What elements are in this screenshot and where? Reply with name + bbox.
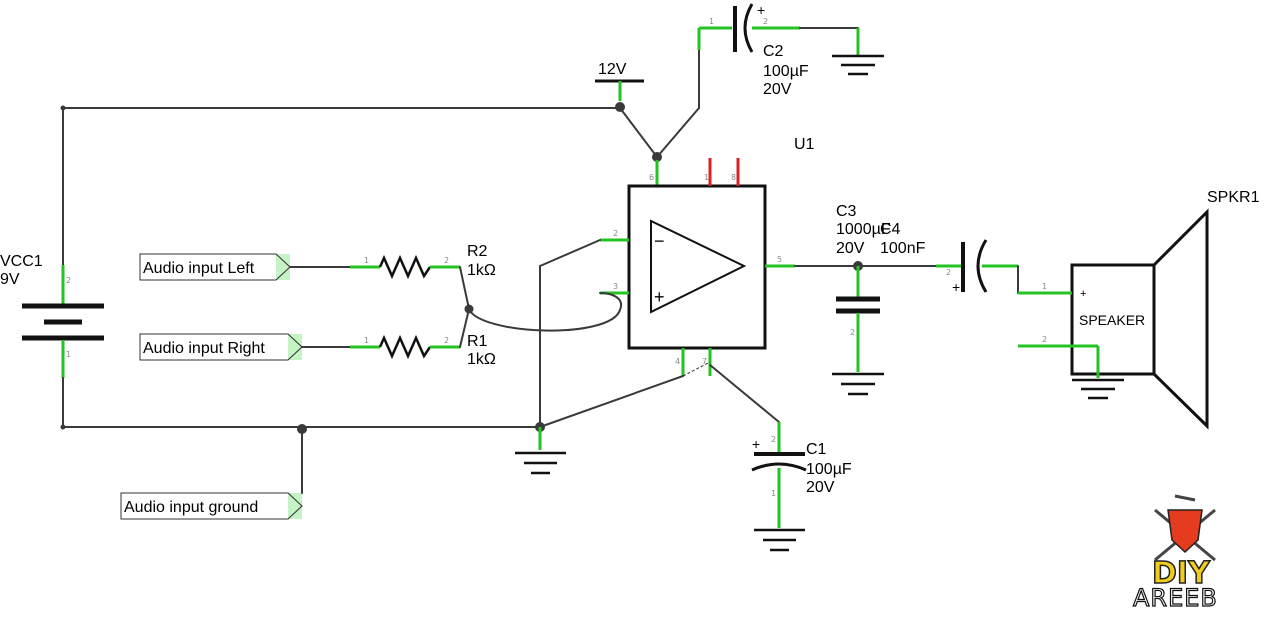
logo-line1: DIY bbox=[1152, 556, 1211, 591]
capacitor-c4[interactable]: + 2 bbox=[936, 239, 1018, 295]
battery-vcc1[interactable]: 2 1 bbox=[22, 107, 104, 428]
svg-text:3: 3 bbox=[613, 282, 618, 291]
svg-text:+: + bbox=[757, 2, 765, 18]
svg-text:4: 4 bbox=[675, 357, 680, 366]
resistor-r2[interactable]: 1 2 bbox=[350, 254, 460, 280]
svg-text:2: 2 bbox=[1042, 335, 1047, 344]
svg-text:6: 6 bbox=[649, 173, 654, 182]
audio-input-right-label: Audio input Right bbox=[143, 340, 265, 357]
c2-value-label: 100µF bbox=[763, 63, 809, 80]
capacitor-c2[interactable]: + 1 2 bbox=[699, 2, 859, 53]
svg-text:+: + bbox=[1080, 288, 1086, 300]
audio-input-ground-label: Audio input ground bbox=[124, 499, 258, 516]
svg-text:8: 8 bbox=[731, 173, 736, 182]
speaker-spkr1[interactable]: + 1 2 SPEAKER bbox=[1018, 208, 1209, 430]
svg-text:2: 2 bbox=[444, 336, 449, 345]
svg-text:1: 1 bbox=[1042, 282, 1047, 291]
r2-name-label: R2 bbox=[467, 243, 488, 260]
svg-text:1: 1 bbox=[66, 350, 71, 359]
svg-text:2: 2 bbox=[613, 229, 618, 238]
c3-name-label: C3 bbox=[836, 203, 857, 220]
svg-text:+: + bbox=[752, 436, 760, 452]
resistor-r1[interactable]: 1 2 bbox=[350, 334, 460, 360]
vcc-name-label: VCC1 bbox=[0, 253, 43, 270]
ground-symbol-main bbox=[515, 451, 566, 475]
svg-text:1: 1 bbox=[709, 17, 714, 26]
supply-12v-label: 12V bbox=[598, 61, 627, 78]
vcc-value-label: 9V bbox=[0, 271, 20, 288]
svg-text:+: + bbox=[654, 287, 665, 307]
u1-label: U1 bbox=[794, 136, 815, 153]
logo-line2: AREEB bbox=[1133, 584, 1218, 612]
c4-name-label: C4 bbox=[880, 221, 901, 238]
pin6-junction bbox=[652, 152, 662, 162]
svg-text:2: 2 bbox=[763, 17, 768, 26]
r2-value-label: 1kΩ bbox=[467, 262, 496, 279]
speaker-text: SPEAKER bbox=[1079, 312, 1145, 328]
svg-text:−: − bbox=[654, 231, 665, 251]
audio-input-ground-port[interactable]: Audio input ground bbox=[120, 492, 303, 520]
svg-text:7: 7 bbox=[702, 357, 707, 366]
c3-voltage-label: 20V bbox=[836, 240, 865, 257]
svg-text:5: 5 bbox=[777, 255, 782, 264]
diy-areeb-logo: DIY AREEB bbox=[1132, 494, 1218, 613]
r1-name-label: R1 bbox=[467, 333, 488, 350]
c2-name-label: C2 bbox=[763, 43, 784, 60]
svg-text:1: 1 bbox=[704, 173, 709, 182]
svg-text:2: 2 bbox=[66, 276, 71, 285]
svg-text:+: + bbox=[952, 279, 960, 295]
svg-text:2: 2 bbox=[444, 256, 449, 265]
opamp-u1[interactable]: − + 6 1 8 2 3 5 4 7 bbox=[600, 158, 795, 376]
ground-symbol-c3 bbox=[832, 372, 884, 396]
svg-text:1: 1 bbox=[771, 489, 776, 498]
ground-symbol-c2 bbox=[832, 54, 884, 76]
c4-value-label: 100nF bbox=[880, 240, 926, 257]
supply-12v-symbol bbox=[595, 79, 644, 101]
capacitor-c3[interactable]: 2 bbox=[836, 266, 880, 372]
svg-text:2: 2 bbox=[946, 268, 951, 277]
ground-symbol-speaker bbox=[1072, 378, 1124, 400]
svg-text:2: 2 bbox=[850, 328, 855, 337]
svg-text:1: 1 bbox=[364, 336, 369, 345]
audio-input-left-label: Audio input Left bbox=[143, 260, 255, 277]
c1-voltage-label: 20V bbox=[806, 479, 835, 496]
c1-name-label: C1 bbox=[806, 441, 827, 458]
c1-value-label: 100µF bbox=[806, 461, 852, 478]
ground-symbol-c1 bbox=[754, 528, 805, 552]
c2-voltage-label: 20V bbox=[763, 81, 792, 98]
audio-input-right-port[interactable]: Audio input Right bbox=[139, 333, 303, 361]
spkr-name-label: SPKR1 bbox=[1207, 189, 1260, 206]
svg-text:1: 1 bbox=[364, 256, 369, 265]
r1-value-label: 1kΩ bbox=[467, 351, 496, 368]
svg-text:2: 2 bbox=[771, 435, 776, 444]
audio-input-left-port[interactable]: Audio input Left bbox=[139, 253, 291, 281]
capacitor-c1[interactable]: + 2 1 bbox=[751, 435, 807, 528]
c3-value-label: 1000µF bbox=[836, 221, 891, 238]
